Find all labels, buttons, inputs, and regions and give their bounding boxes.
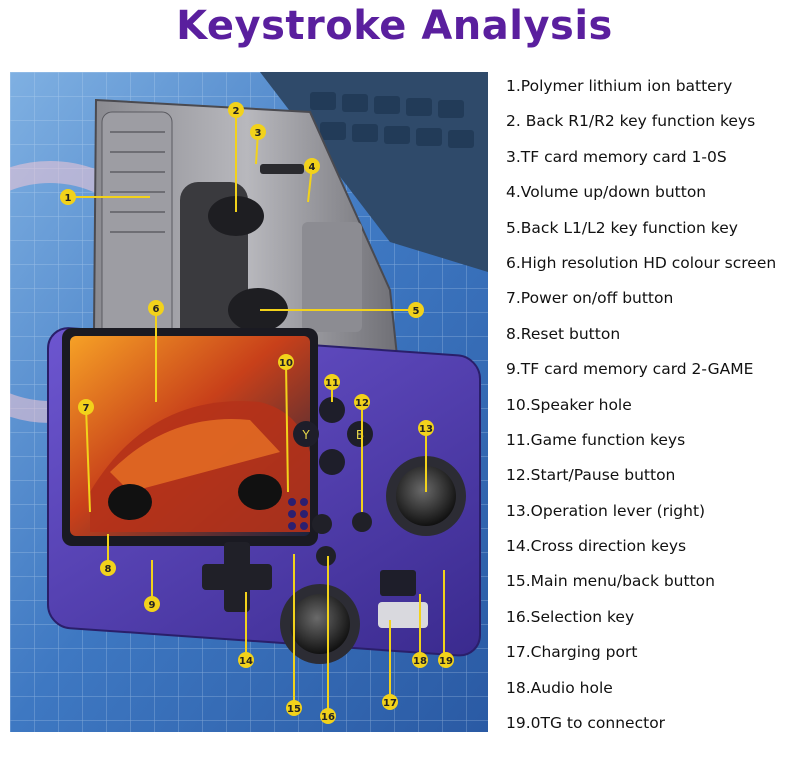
svg-text:9: 9	[149, 600, 156, 611]
feature-label: 15.Main menu/back button	[506, 572, 715, 591]
feature-label: 18.Audio hole	[506, 678, 613, 697]
feature-label: 17.Charging port	[506, 643, 638, 662]
device-back	[92, 98, 402, 386]
svg-text:12: 12	[355, 398, 369, 409]
feature-label: 10.Speaker hole	[506, 395, 632, 414]
callout-9: 9	[144, 596, 160, 612]
feature-label: 16.Selection key	[506, 607, 635, 626]
feature-label: 1.Polymer lithium ion battery	[506, 77, 733, 95]
callout-13: 13	[418, 420, 434, 436]
feature-label: 7.Power on/off button	[506, 289, 674, 308]
feature-label: 2. Back R1/R2 key function keys	[506, 112, 756, 131]
feature-label: 11.Game function keys	[506, 430, 686, 449]
svg-text:16: 16	[321, 712, 335, 723]
svg-text:6: 6	[153, 304, 160, 315]
callout-6: 6	[148, 300, 164, 316]
callout-15: 15	[286, 700, 302, 716]
face-buttons: Y B	[293, 397, 373, 475]
svg-text:19: 19	[439, 656, 453, 667]
callout-7: 7	[78, 399, 94, 415]
svg-text:5: 5	[413, 306, 420, 317]
feature-label: 13.Operation lever (right)	[506, 501, 706, 520]
callout-10: 10	[278, 354, 294, 370]
svg-text:3: 3	[255, 128, 262, 139]
svg-text:17: 17	[383, 698, 397, 709]
svg-text:15: 15	[287, 704, 301, 715]
feature-label: 6.High resolution HD colour screen	[506, 253, 777, 272]
callout-8: 8	[100, 560, 116, 576]
callout-18: 18	[412, 652, 428, 668]
svg-text:11: 11	[325, 378, 339, 389]
b-button-label: B	[356, 428, 364, 442]
dpad	[202, 542, 272, 612]
feature-label: 12.Start/Pause button	[506, 466, 676, 485]
feature-label: 5.Back L1/L2 key function key	[506, 218, 738, 237]
svg-text:7: 7	[83, 403, 90, 414]
callout-14: 14	[238, 652, 254, 668]
y-button-label: Y	[301, 428, 310, 442]
callout-16: 16	[320, 708, 336, 724]
product-photo: Y B	[10, 72, 488, 732]
callout-1: 1	[60, 189, 76, 205]
callout-4: 4	[304, 158, 320, 174]
feature-list: 1.Polymer lithium ion battery 2. Back R1…	[506, 72, 789, 744]
callout-19: 19	[438, 652, 454, 668]
callout-2: 2	[228, 102, 244, 118]
svg-text:2: 2	[233, 106, 240, 117]
feature-label: 4.Volume up/down button	[506, 183, 707, 202]
callout-3: 3	[250, 124, 266, 140]
device-front: Y B	[47, 327, 481, 664]
feature-label: 8.Reset button	[506, 324, 621, 343]
svg-text:18: 18	[413, 656, 427, 667]
feature-label: 9.TF card memory card 2-GAME	[506, 360, 754, 379]
svg-text:8: 8	[105, 564, 112, 575]
svg-text:1: 1	[65, 193, 72, 204]
svg-text:10: 10	[279, 358, 293, 369]
feature-label: 3.TF card memory card 1-0S	[506, 147, 727, 166]
callout-5: 5	[408, 302, 424, 318]
page-title: Keystroke Analysis	[176, 3, 613, 49]
svg-text:13: 13	[419, 424, 433, 435]
callout-17: 17	[382, 694, 398, 710]
laptop-keyboard	[260, 72, 488, 272]
svg-text:14: 14	[239, 656, 253, 667]
callout-11: 11	[324, 374, 340, 390]
feature-label: 14.Cross direction keys	[506, 537, 687, 556]
svg-text:4: 4	[309, 162, 316, 173]
device-illustration: Y B	[10, 72, 488, 732]
feature-label: 19.0TG to connector	[506, 714, 666, 733]
callout-12: 12	[354, 394, 370, 410]
